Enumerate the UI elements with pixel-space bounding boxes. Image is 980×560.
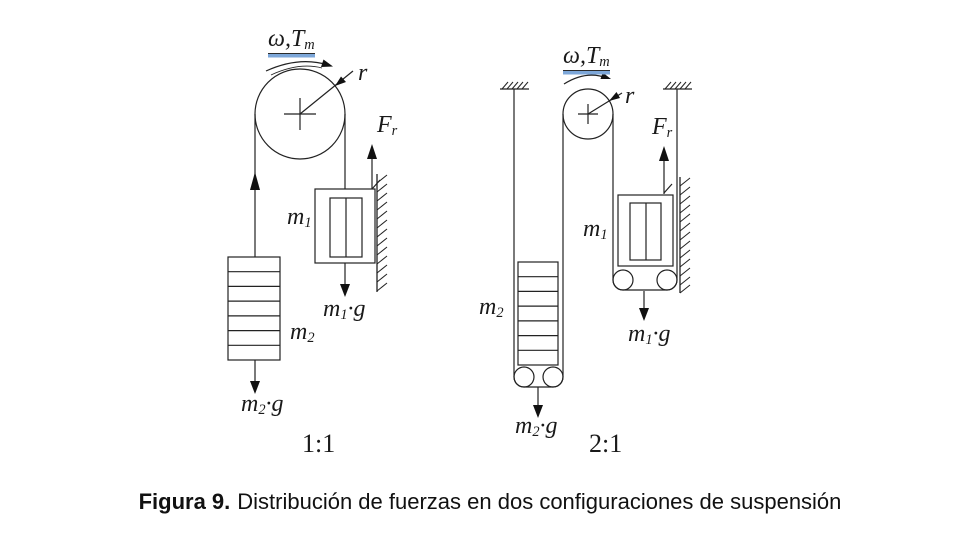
car-weight-label-1-1: m1·g — [323, 296, 366, 324]
car-weight-arrow — [639, 291, 649, 321]
counterweight-weight-arrow — [533, 387, 543, 418]
ratio-label-1-1: 1:1 — [302, 429, 336, 458]
rail-force-arrow — [367, 144, 381, 190]
elevator-car — [612, 194, 678, 291]
rope-under-counterweight — [513, 376, 564, 388]
cw-weight-label-2-1: m2·g — [515, 413, 558, 441]
drive-label-2-1: ω,Tm — [563, 43, 610, 71]
counterweight — [513, 261, 564, 388]
cw-mass-label-1-1: m2 — [290, 319, 315, 347]
rotation-arrow — [265, 59, 333, 76]
drive-label-sub: m — [304, 37, 315, 54]
car-mass-label-1-1: m1 — [287, 204, 312, 232]
radius-label-1-1: r — [358, 60, 368, 86]
cw-weight-label-1-1: m2·g — [241, 391, 284, 419]
counterweight — [227, 256, 281, 361]
counterweight-weight-arrow — [250, 360, 260, 394]
radius-label-2-1: r — [625, 83, 635, 109]
figure-caption: Figura 9.Distribución de fuerzas en dos … — [0, 489, 980, 515]
radius-leader-arrow — [299, 70, 354, 115]
car-mass-label-2-1: m1 — [583, 216, 608, 244]
elevator-car — [314, 188, 376, 264]
car-weight-label-2-1: m1·g — [628, 321, 671, 349]
tension-up-arrowhead — [250, 172, 260, 190]
rotation-arrow — [563, 72, 611, 85]
drive-label-1-1: ω,Tm — [268, 27, 315, 54]
ceiling-anchor-right — [663, 81, 692, 90]
diagram-2-1 — [500, 72, 692, 418]
rope-under-car — [612, 279, 678, 291]
figure-caption-text: Distribución de fuerzas en dos configura… — [237, 489, 842, 514]
drive-label-main: ω,T — [268, 26, 305, 52]
suspension-diagrams — [227, 59, 692, 418]
ceiling-anchor-left — [500, 81, 529, 90]
rail-force-label-2-1: Fr — [652, 114, 673, 142]
rail-force-label-1-1: Fr — [377, 112, 398, 140]
radius-leader-arrow — [587, 92, 623, 115]
diagram-1-1 — [227, 59, 388, 394]
ratio-label-2-1: 2:1 — [589, 429, 623, 458]
guide-rail — [376, 174, 388, 292]
guide-rail — [679, 177, 691, 294]
cw-mass-label-2-1: m2 — [479, 294, 504, 322]
figure-caption-number: Figura 9. — [138, 489, 231, 514]
rail-force-arrow — [659, 146, 673, 194]
car-weight-arrow — [340, 263, 350, 297]
